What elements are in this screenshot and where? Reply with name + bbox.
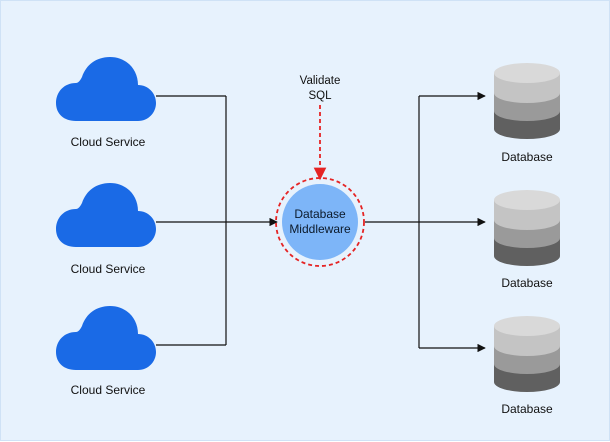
validation-annotation: Validate SQL	[285, 74, 355, 104]
validation-annotation-line1: Validate	[299, 75, 341, 87]
hub-label: Database Middleware	[278, 207, 362, 237]
database-icon	[494, 190, 560, 266]
target-label: Database	[501, 402, 553, 416]
cloud-icon	[56, 306, 156, 370]
database-icon	[494, 316, 560, 392]
hub-label-line2: Middleware	[289, 222, 351, 236]
hub-label-line1: Database	[294, 207, 346, 221]
source-label: Cloud Service	[70, 135, 146, 149]
hub-circle	[282, 184, 358, 260]
source-label: Cloud Service	[70, 262, 146, 276]
cloud-icon	[56, 57, 156, 121]
validation-annotation-line2: SQL	[308, 90, 332, 102]
middleware-hub	[275, 177, 365, 267]
source-label: Cloud Service	[70, 383, 146, 397]
target-label: Database	[501, 276, 553, 290]
database-icon	[494, 63, 560, 139]
target-label: Database	[501, 150, 553, 164]
target-connectors	[365, 91, 486, 353]
source-connectors	[156, 95, 278, 346]
hub-validation-ring	[275, 177, 365, 267]
cloud-icon	[56, 183, 156, 247]
